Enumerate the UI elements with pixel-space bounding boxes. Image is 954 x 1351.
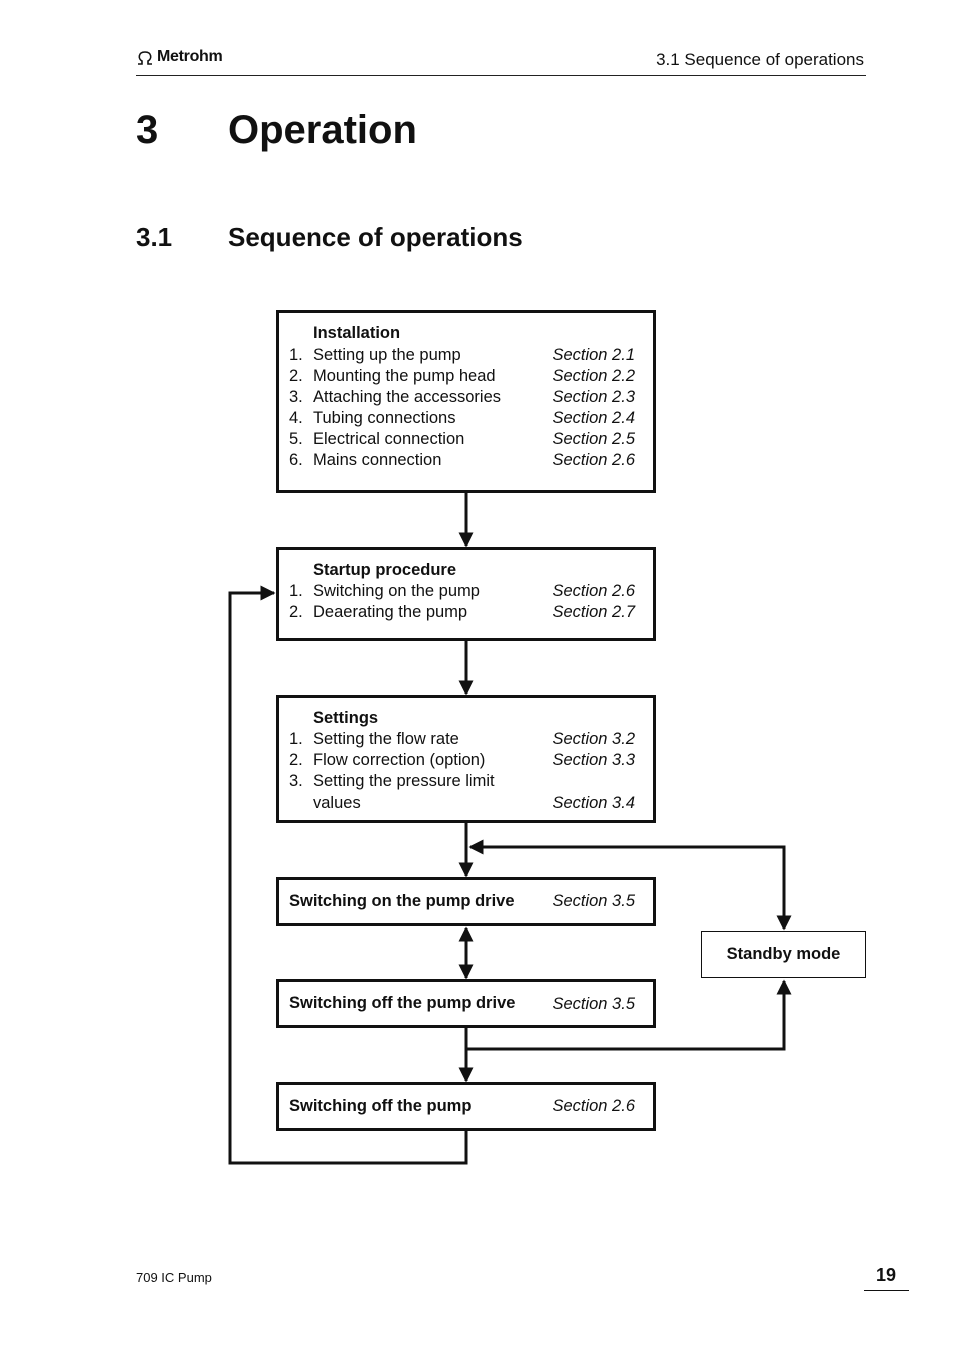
- pump-off-box: Switching off the pump Section 2.6: [276, 1082, 656, 1131]
- section-ref: Section 3.4: [552, 794, 635, 812]
- section-ref: Section 2.5: [552, 430, 635, 448]
- settings-title: Settings: [313, 709, 379, 727]
- standby-label: Standby mode: [726, 945, 841, 963]
- section-ref: Section 2.6: [552, 582, 635, 600]
- arrow-to-standby: [466, 979, 792, 1051]
- item-number: 5.: [289, 430, 303, 448]
- item-number: 1.: [289, 582, 303, 600]
- item-number: 1.: [289, 346, 303, 364]
- omega-icon: [138, 51, 152, 65]
- item-label: Deaerating the pump: [313, 603, 468, 621]
- item-number: 4.: [289, 409, 303, 427]
- drive-on-box: Switching on the pump drive Section 3.5: [276, 877, 656, 926]
- item-label: Switching on the pump: [313, 582, 480, 600]
- section-ref: Section 3.2: [552, 730, 635, 748]
- section-ref: Section 3.5: [552, 892, 635, 910]
- arrow-loop-to-startup: [228, 585, 468, 1165]
- item-number: 2.: [289, 367, 303, 385]
- section-ref: Section 3.3: [552, 751, 635, 769]
- section-ref: Section 2.6: [552, 451, 635, 469]
- item-label: Setting the pressure limit: [313, 772, 495, 790]
- chapter-number: 3: [136, 108, 159, 152]
- section-number: 3.1: [136, 222, 173, 252]
- page-number: 19: [876, 1265, 897, 1285]
- item-number: 2.: [289, 603, 303, 621]
- section-ref: Section 2.2: [552, 367, 635, 385]
- item-number: 1.: [289, 730, 303, 748]
- installation-box: Installation 1. Setting up the pump Sect…: [276, 310, 656, 493]
- footer-product: 709 IC Pump: [136, 1270, 212, 1285]
- item-label: Setting the flow rate: [313, 730, 459, 748]
- drive-off-label: Switching off the pump drive: [289, 994, 516, 1012]
- chapter-title: Operation: [228, 108, 417, 152]
- standby-box: Standby mode: [701, 931, 866, 978]
- item-label: values: [313, 794, 361, 812]
- item-label: Flow correction (option): [313, 751, 486, 769]
- item-label: Tubing connections: [313, 409, 456, 427]
- section-ref: Section 2.1: [552, 346, 635, 364]
- item-number: 3.: [289, 772, 303, 790]
- section-ref: Section 2.6: [552, 1097, 635, 1115]
- settings-box: Settings 1. Setting the flow rate Sectio…: [276, 695, 656, 823]
- section-ref: Section 2.3: [552, 388, 635, 406]
- item-label: Attaching the accessories: [313, 388, 502, 406]
- startup-box: Startup procedure 1. Switching on the pu…: [276, 547, 656, 641]
- header-section-ref: 3.1 Sequence of operations: [656, 50, 864, 69]
- brand-logo: Metrohm: [136, 48, 223, 66]
- pump-off-label: Switching off the pump: [289, 1097, 472, 1115]
- startup-title: Startup procedure: [313, 561, 457, 579]
- item-label: Setting up the pump: [313, 346, 461, 364]
- item-label: Mains connection: [313, 451, 442, 469]
- drive-off-box: Switching off the pump drive Section 3.5: [276, 979, 656, 1028]
- item-number: 2.: [289, 751, 303, 769]
- installation-title: Installation: [313, 324, 401, 342]
- arrow-standby-loop-top: [468, 839, 792, 931]
- brand-name: Metrohm: [157, 48, 223, 65]
- header-divider: [136, 75, 866, 76]
- section-ref: Section 2.4: [552, 409, 635, 427]
- drive-on-label: Switching on the pump drive: [289, 892, 515, 910]
- item-label: Mounting the pump head: [313, 367, 496, 385]
- item-label: Electrical connection: [313, 430, 465, 448]
- item-number: 6.: [289, 451, 303, 469]
- item-number: 3.: [289, 388, 303, 406]
- page-number-rule: [864, 1264, 909, 1291]
- section-title: Sequence of operations: [228, 222, 523, 252]
- section-ref: Section 3.5: [552, 995, 635, 1013]
- section-ref: Section 2.7: [552, 603, 635, 621]
